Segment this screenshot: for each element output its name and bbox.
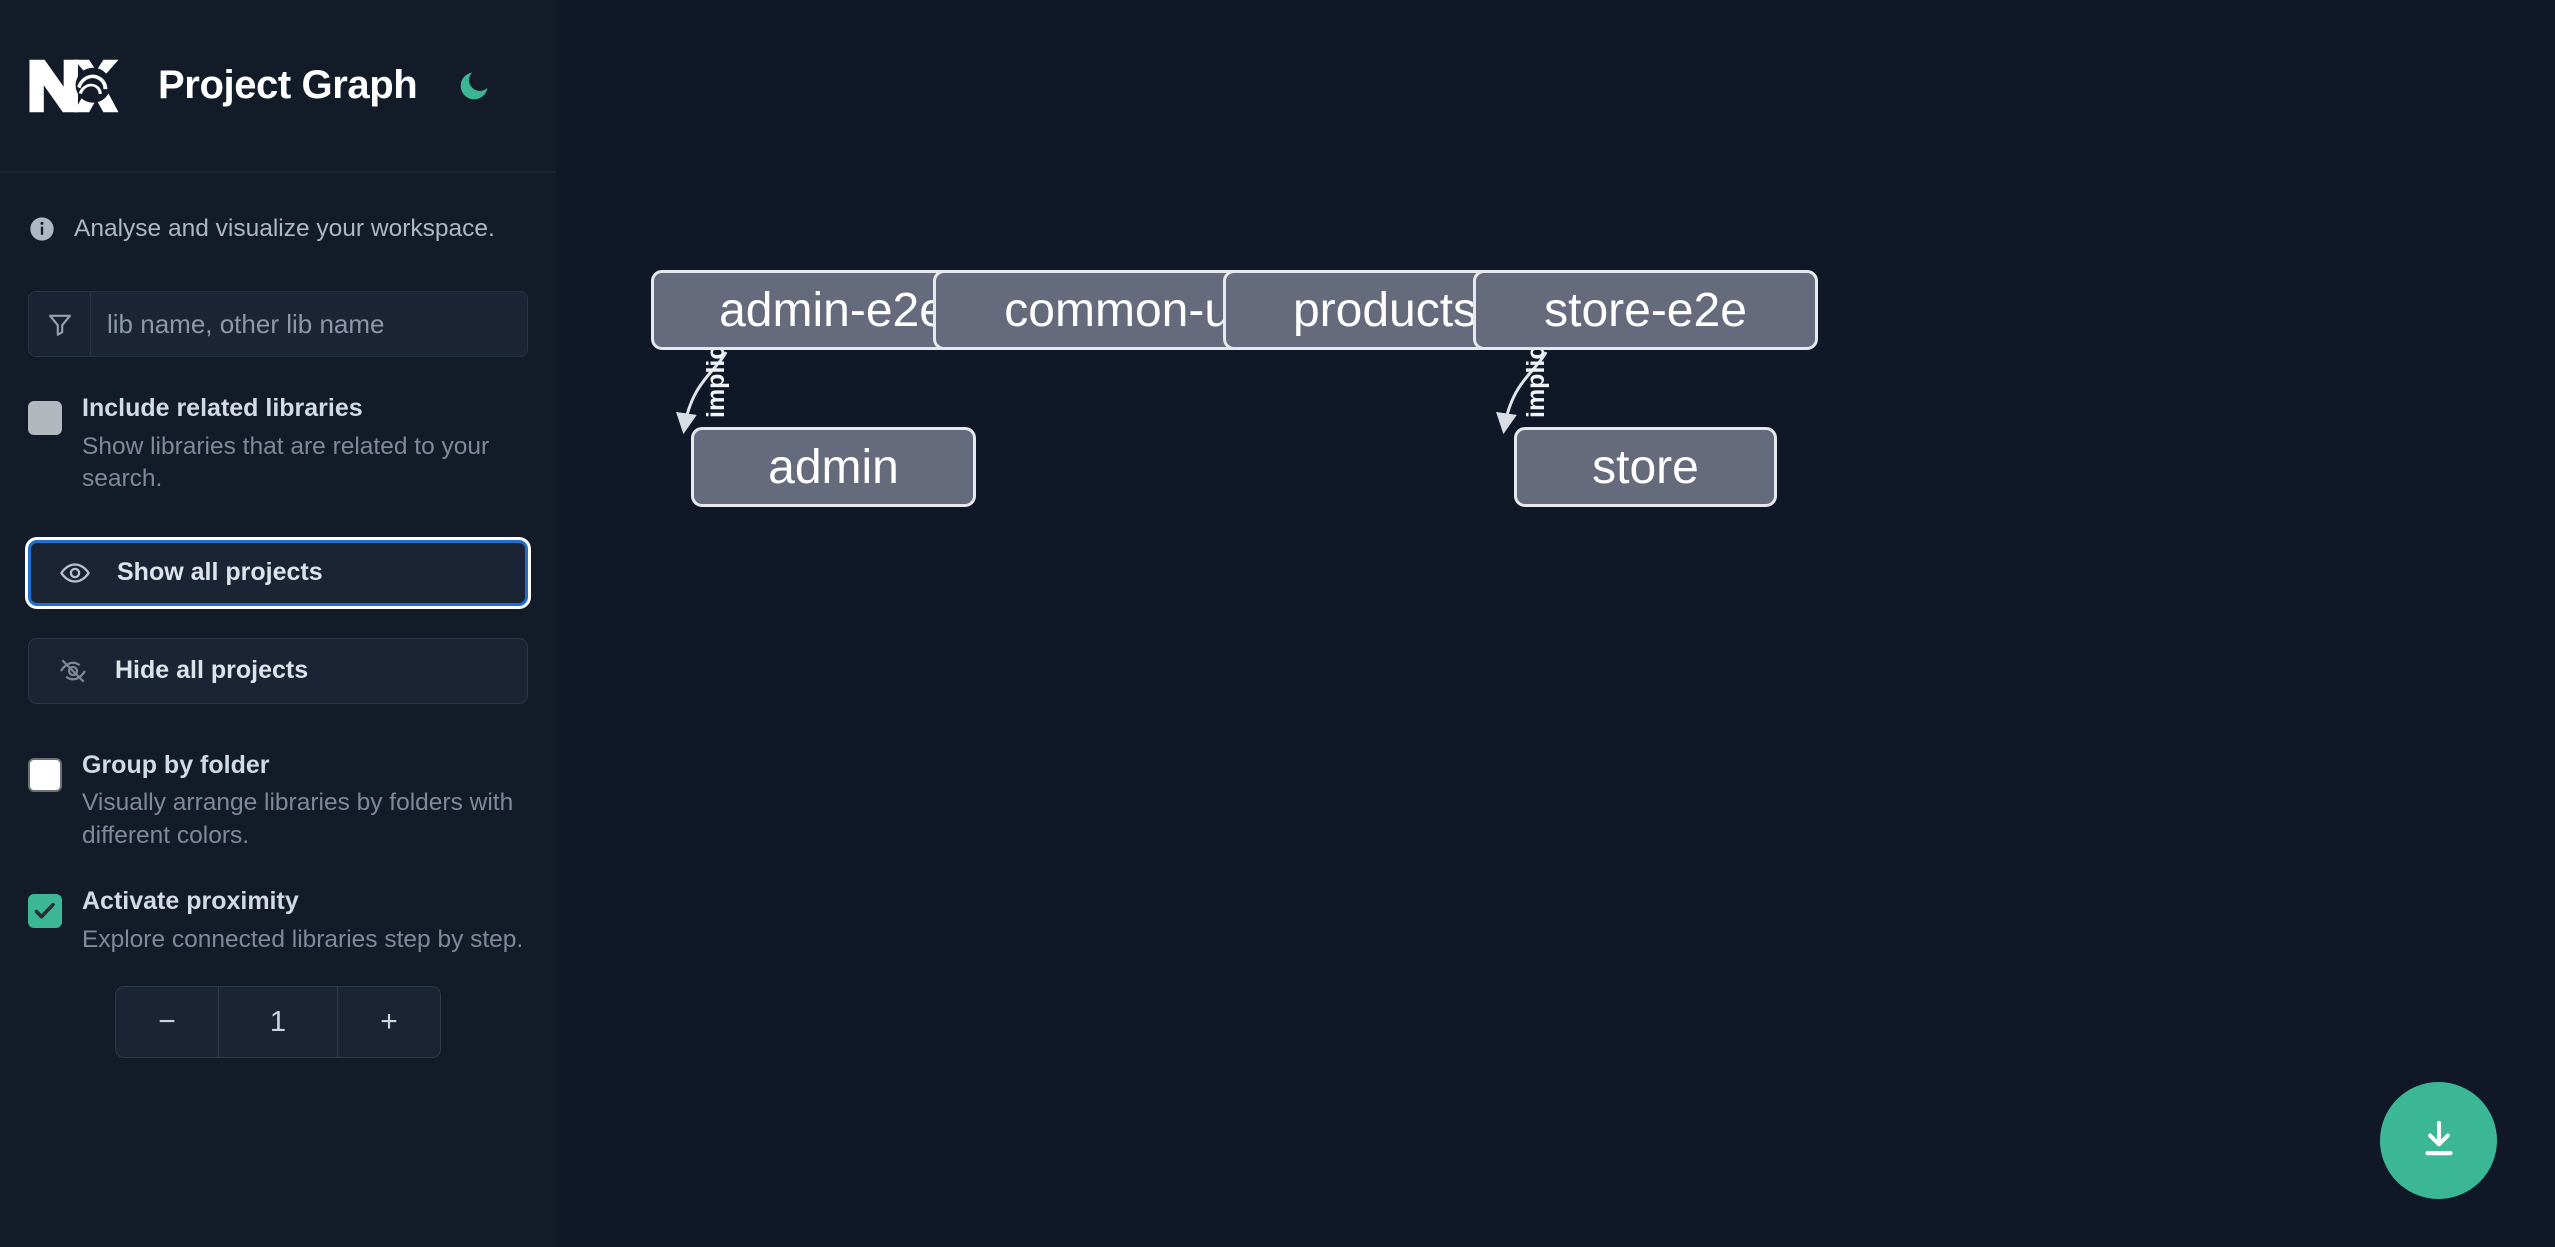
option-group-by-folder[interactable]: Group by folder Visually arrange librari… bbox=[0, 750, 556, 853]
activate-proximity-text: Activate proximity Explore connected lib… bbox=[82, 888, 528, 956]
proximity-increment-button[interactable]: + bbox=[338, 987, 440, 1058]
graph-canvas[interactable]: implicit implicit admin-e2e common-ui pr… bbox=[556, 0, 2555, 1247]
proximity-value: 1 bbox=[218, 987, 338, 1058]
eye-icon bbox=[59, 557, 93, 589]
option-description: Explore connected libraries step by step… bbox=[82, 925, 524, 953]
app-title: Project Graph bbox=[158, 63, 418, 107]
group-by-folder-checkbox[interactable] bbox=[28, 757, 62, 792]
show-all-projects-row: Show all projects bbox=[0, 539, 556, 606]
option-activate-proximity[interactable]: Activate proximity Explore connected lib… bbox=[0, 888, 556, 956]
proximity-stepper: − 1 + bbox=[115, 986, 441, 1059]
option-label: Include related libraries bbox=[82, 394, 363, 422]
graph-node-store-e2e[interactable]: store-e2e bbox=[1473, 270, 1818, 350]
option-description: Visually arrange libraries by folders wi… bbox=[82, 789, 514, 849]
nx-logo-icon bbox=[26, 55, 122, 117]
include-related-libraries-text: Include related libraries Show libraries… bbox=[82, 394, 528, 496]
option-include-related-libraries[interactable]: Include related libraries Show libraries… bbox=[0, 394, 556, 496]
activate-proximity-checkbox[interactable] bbox=[28, 894, 62, 929]
graph-node-admin-e2e[interactable]: admin-e2e bbox=[651, 270, 1014, 350]
group-by-folder-text: Group by folder Visually arrange librari… bbox=[82, 750, 528, 853]
option-description: Show libraries that are related to your … bbox=[82, 432, 490, 493]
download-button[interactable] bbox=[2380, 1082, 2497, 1199]
hide-all-projects-button[interactable]: Hide all projects bbox=[28, 637, 528, 704]
proximity-stepper-row: − 1 + bbox=[0, 986, 556, 1059]
activate-proximity-checkbox-col bbox=[28, 888, 82, 956]
show-all-projects-label: Show all projects bbox=[117, 558, 323, 587]
sidebar-header: Project Graph bbox=[0, 0, 556, 173]
show-all-projects-button[interactable]: Show all projects bbox=[28, 539, 528, 606]
proximity-decrement-button[interactable]: − bbox=[116, 987, 218, 1058]
graph-node-store[interactable]: store bbox=[1514, 427, 1777, 507]
option-label: Group by folder bbox=[82, 750, 270, 779]
eye-off-icon bbox=[57, 655, 91, 687]
include-related-libraries-checkbox-col bbox=[28, 395, 82, 496]
sidebar: Project Graph Analyse and visualize your… bbox=[0, 0, 556, 1247]
include-related-libraries-checkbox[interactable] bbox=[28, 401, 62, 435]
download-icon bbox=[2416, 1116, 2462, 1165]
sidebar-body: Analyse and visualize your workspace. In… bbox=[0, 173, 556, 1059]
search-field[interactable] bbox=[28, 291, 528, 357]
search-input[interactable] bbox=[91, 292, 527, 356]
info-icon bbox=[28, 215, 56, 243]
group-by-folder-checkbox-col bbox=[28, 752, 82, 853]
graph-node-admin[interactable]: admin bbox=[691, 427, 976, 507]
workspace-blurb: Analyse and visualize your workspace. bbox=[0, 173, 556, 243]
option-label: Activate proximity bbox=[82, 887, 299, 916]
filter-funnel-icon bbox=[29, 292, 91, 356]
graph-edges bbox=[676, 351, 1548, 435]
hide-all-projects-row: Hide all projects bbox=[0, 637, 556, 704]
workspace-blurb-text: Analyse and visualize your workspace. bbox=[74, 215, 495, 242]
hide-all-projects-label: Hide all projects bbox=[115, 656, 309, 685]
moon-icon[interactable] bbox=[453, 65, 495, 107]
